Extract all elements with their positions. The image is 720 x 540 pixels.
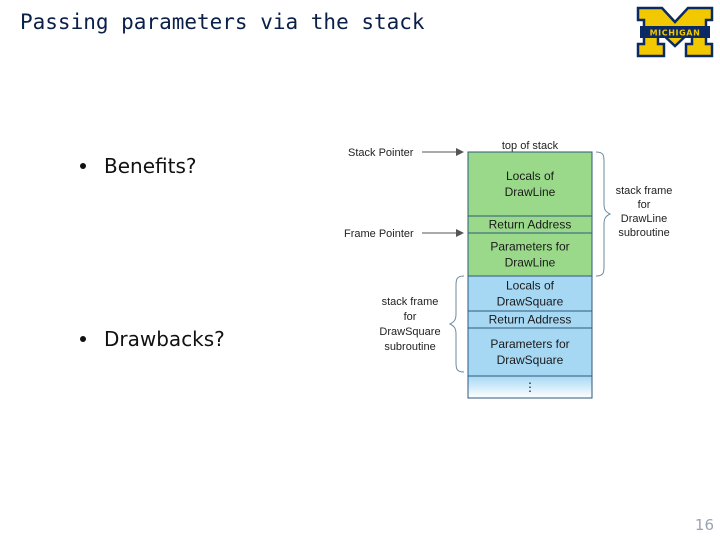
page-number: 16 (694, 516, 714, 534)
drawsquare-frame-label-line: subroutine (384, 341, 435, 353)
bullet-text: Benefits? (104, 154, 197, 178)
drawsquare-frame-label: stack frame for DrawSquare subroutine (379, 296, 440, 353)
stack-cell-text: Locals of (506, 279, 555, 293)
stack-cell-text: DrawLine (505, 256, 556, 270)
stack-cell-text: DrawSquare (497, 295, 564, 309)
drawsquare-frame-brace (448, 275, 465, 373)
drawline-frame-label-line: DrawLine (621, 213, 667, 225)
bullet-benefits: Benefits? (80, 154, 196, 178)
drawline-locals-cell: Locals of DrawLine (467, 151, 593, 217)
stack-cell-text: Parameters for (490, 337, 569, 351)
logo-band (640, 26, 710, 38)
drawline-frame-label-line: subroutine (618, 227, 669, 239)
stack-frame-diagram: top of stack Stack Pointer Frame Pointer… (344, 140, 673, 399)
drawsquare-frame-label-line: stack frame (382, 296, 439, 308)
stack-cell-box (467, 151, 593, 217)
drawline-frame-brace (595, 151, 612, 277)
logo-text: MICHIGAN (650, 29, 701, 38)
stack-cell-box (467, 327, 593, 377)
stack-cell-text: Return Address (489, 218, 572, 232)
bullet-dot (80, 163, 86, 169)
bullet-list: Benefits? Drawbacks? (80, 0, 340, 540)
stack-cell-box (467, 232, 593, 277)
drawline-return-address-cell: Return Address (467, 215, 593, 234)
michigan-logo: MICHIGAN (636, 6, 714, 58)
drawsquare-frame-label-line: DrawSquare (379, 326, 440, 338)
drawline-frame-label-line: for (638, 199, 651, 211)
drawline-frame-label: stack frame for DrawLine subroutine (616, 185, 673, 239)
stack-cell-text: Locals of (506, 169, 555, 183)
stack-continuation-cell: ⋮ (467, 375, 593, 399)
drawline-frame-label-line: stack frame (616, 185, 673, 197)
stack-cell-text: Return Address (489, 313, 572, 327)
stack-cell-box (467, 275, 593, 312)
stack-cell-text: Parameters for (490, 240, 569, 254)
drawsquare-frame-label-line: for (404, 311, 417, 323)
bullet-drawbacks: Drawbacks? (80, 327, 225, 351)
stack-cell-box (467, 375, 593, 399)
stack-pointer-label: Stack Pointer (348, 147, 414, 159)
bullet-dot (80, 336, 86, 342)
slide-title: Passing parameters via the stack (20, 10, 425, 34)
stack-cell-text: DrawSquare (497, 353, 564, 367)
stack-cell-text: ⋮ (524, 380, 536, 394)
top-of-stack-label: top of stack (502, 140, 559, 152)
drawsquare-locals-cell: Locals of DrawSquare (467, 275, 593, 312)
stack-cell-text: DrawLine (505, 185, 556, 199)
drawsquare-return-address-cell: Return Address (467, 310, 593, 329)
frame-pointer-label: Frame Pointer (344, 228, 414, 240)
bullet-text: Drawbacks? (104, 327, 225, 351)
